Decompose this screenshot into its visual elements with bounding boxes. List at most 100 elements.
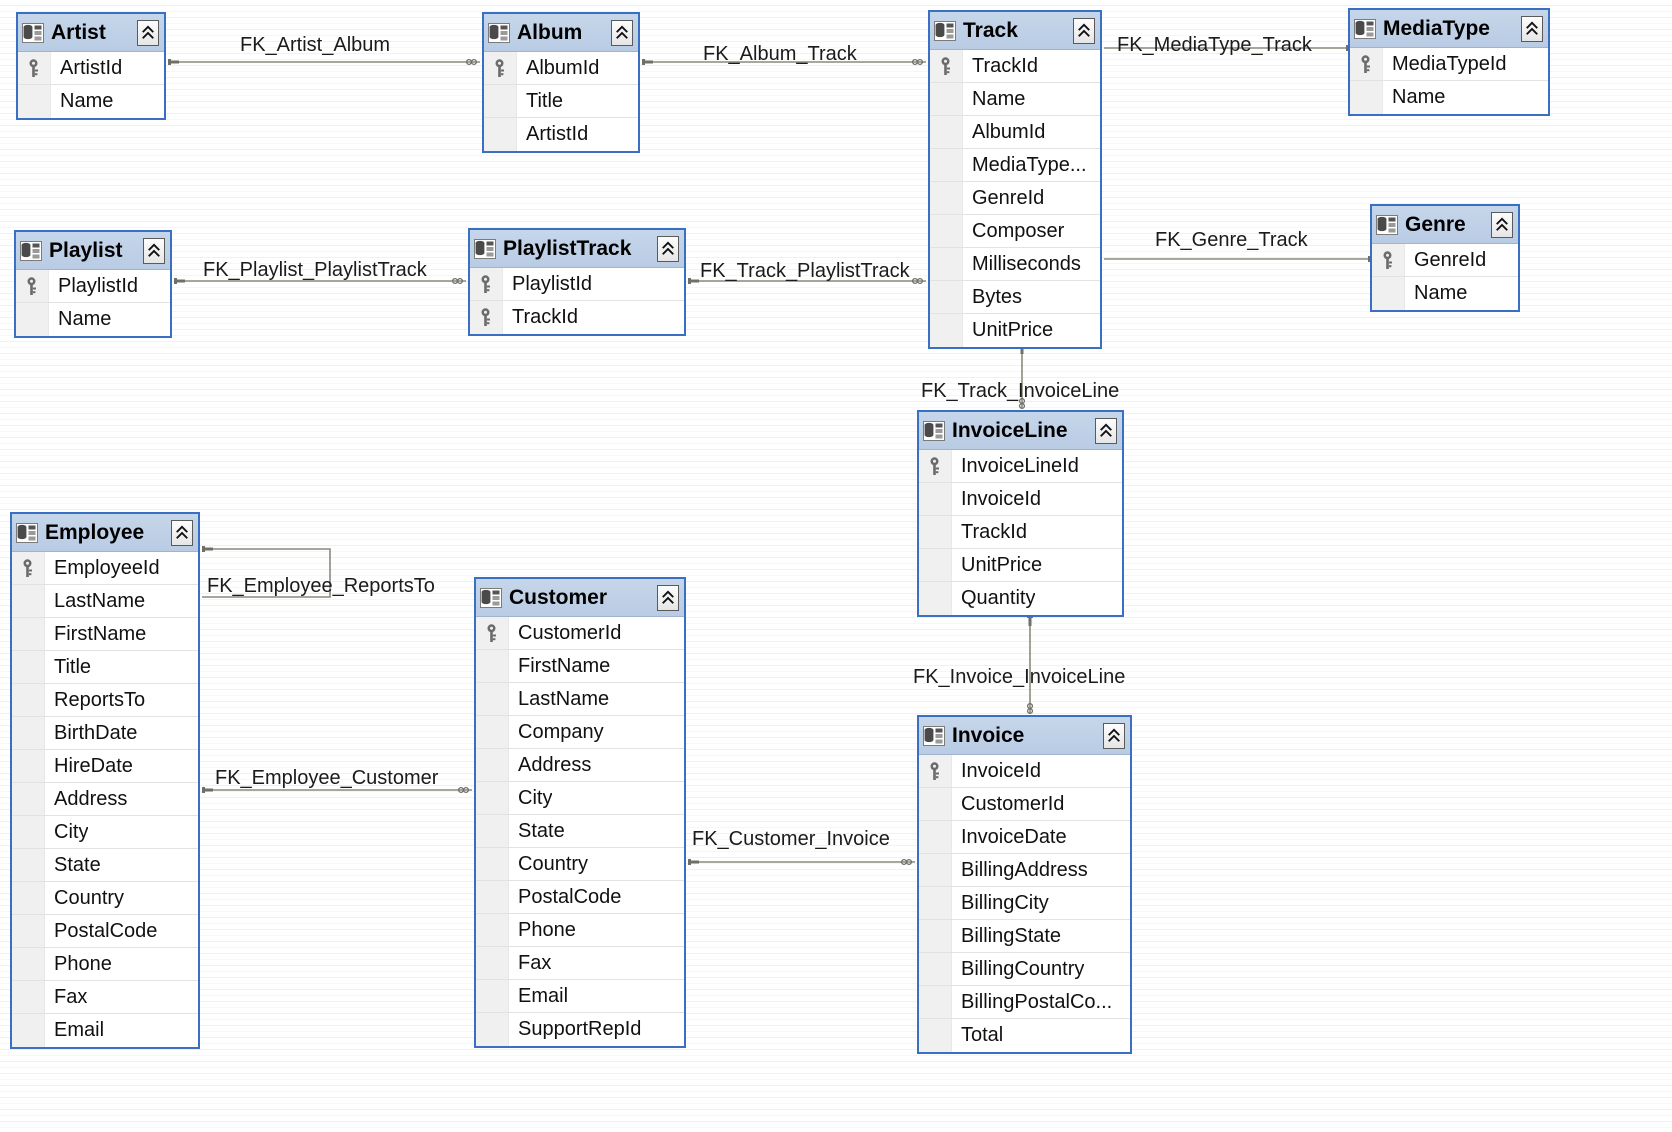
table-row[interactable]: Title — [484, 85, 638, 118]
collapse-button-employee[interactable] — [171, 519, 193, 546]
table-header-album[interactable]: Album — [484, 14, 638, 52]
table-row[interactable]: Company — [476, 716, 684, 749]
collapse-button-playlisttrack[interactable] — [657, 235, 679, 262]
table-header-playlisttrack[interactable]: PlaylistTrack — [470, 230, 684, 268]
table-row[interactable]: PlaylistId — [470, 268, 684, 301]
collapse-button-invoiceline[interactable] — [1095, 417, 1117, 444]
table-row[interactable]: Fax — [476, 947, 684, 980]
table-row[interactable]: SupportRepId — [476, 1013, 684, 1046]
collapse-button-playlist[interactable] — [143, 237, 165, 264]
table-header-track[interactable]: Track — [930, 12, 1100, 50]
table-row[interactable]: BillingCity — [919, 887, 1130, 920]
table-row[interactable]: HireDate — [12, 750, 198, 783]
table-row[interactable]: TrackId — [930, 50, 1100, 83]
table-row[interactable]: LastName — [12, 585, 198, 618]
table-row[interactable]: AlbumId — [930, 116, 1100, 149]
table-row[interactable]: Country — [12, 882, 198, 915]
relationship-label-fk_track_playlisttrack[interactable]: FK_Track_PlaylistTrack — [700, 260, 910, 282]
table-header-mediatype[interactable]: MediaType — [1350, 10, 1548, 48]
relationship-label-fk_customer_invoice[interactable]: FK_Customer_Invoice — [692, 828, 890, 850]
table-row[interactable]: Phone — [12, 948, 198, 981]
table-row[interactable]: ReportsTo — [12, 684, 198, 717]
table-header-playlist[interactable]: Playlist — [16, 232, 170, 270]
table-header-artist[interactable]: Artist — [18, 14, 164, 52]
table-row[interactable]: Fax — [12, 981, 198, 1014]
table-row[interactable]: Phone — [476, 914, 684, 947]
table-row[interactable]: LastName — [476, 683, 684, 716]
relationship-label-fk_artist_album[interactable]: FK_Artist_Album — [240, 34, 391, 56]
table-row[interactable]: TrackId — [470, 301, 684, 334]
table-row[interactable]: Email — [12, 1014, 198, 1047]
table-row[interactable]: GenreId — [930, 182, 1100, 215]
relationship-label-fk_mediatype_track[interactable]: FK_MediaType_Track — [1117, 34, 1312, 56]
table-row[interactable]: CustomerId — [476, 617, 684, 650]
table-row[interactable]: PostalCode — [12, 915, 198, 948]
table-row[interactable]: Milliseconds — [930, 248, 1100, 281]
collapse-button-track[interactable] — [1073, 17, 1095, 44]
table-row[interactable]: FirstName — [12, 618, 198, 651]
table-row[interactable]: Name — [930, 83, 1100, 116]
table-row[interactable]: CustomerId — [919, 788, 1130, 821]
table-header-customer[interactable]: Customer — [476, 579, 684, 617]
table-row[interactable]: GenreId — [1372, 244, 1518, 277]
relationship-label-fk_employee_reportsto[interactable]: FK_Employee_ReportsTo — [207, 575, 435, 597]
table-row[interactable]: AlbumId — [484, 52, 638, 85]
table-row[interactable]: Name — [16, 303, 170, 336]
table-row[interactable]: Bytes — [930, 281, 1100, 314]
collapse-button-customer[interactable] — [657, 584, 679, 611]
table-row[interactable]: ArtistId — [18, 52, 164, 85]
table-row[interactable]: BillingCountry — [919, 953, 1130, 986]
relationship-label-fk_playlist_playlisttrack[interactable]: FK_Playlist_PlaylistTrack — [203, 259, 427, 281]
table-row[interactable]: Composer — [930, 215, 1100, 248]
table-row[interactable]: Title — [12, 651, 198, 684]
table-header-invoice[interactable]: Invoice — [919, 717, 1130, 755]
collapse-button-mediatype[interactable] — [1521, 15, 1543, 42]
table-row[interactable]: Country — [476, 848, 684, 881]
table-row[interactable]: BillingState — [919, 920, 1130, 953]
collapse-button-genre[interactable] — [1491, 211, 1513, 238]
table-row[interactable]: PlaylistId — [16, 270, 170, 303]
collapse-button-album[interactable] — [611, 19, 633, 46]
table-row[interactable]: Quantity — [919, 582, 1122, 615]
table-row[interactable]: InvoiceLineId — [919, 450, 1122, 483]
table-row[interactable]: InvoiceId — [919, 483, 1122, 516]
table-row[interactable]: Total — [919, 1019, 1130, 1052]
table-row[interactable]: TrackId — [919, 516, 1122, 549]
table-row[interactable]: FirstName — [476, 650, 684, 683]
table-row[interactable]: State — [12, 849, 198, 882]
relationship-label-fk_album_track[interactable]: FK_Album_Track — [703, 43, 857, 65]
relationship-label-fk_track_invoiceline[interactable]: FK_Track_InvoiceLine — [921, 380, 1120, 402]
table-row[interactable]: State — [476, 815, 684, 848]
table-row[interactable]: Email — [476, 980, 684, 1013]
table-row[interactable]: Name — [18, 85, 164, 118]
table-row[interactable]: City — [12, 816, 198, 849]
table-header-invoiceline[interactable]: InvoiceLine — [919, 412, 1122, 450]
table-row[interactable]: ArtistId — [484, 118, 638, 151]
table-row[interactable]: MediaType... — [930, 149, 1100, 182]
table-row[interactable]: City — [476, 782, 684, 815]
table-row[interactable]: EmployeeId — [12, 552, 198, 585]
table-row[interactable]: UnitPrice — [919, 549, 1122, 582]
table-row[interactable]: BillingAddress — [919, 854, 1130, 887]
table-row[interactable]: UnitPrice — [930, 314, 1100, 347]
table-header-employee[interactable]: Employee — [12, 514, 198, 552]
relationship-label-fk_employee_customer[interactable]: FK_Employee_Customer — [215, 767, 439, 789]
collapse-button-artist[interactable] — [137, 19, 159, 46]
table-row[interactable]: PostalCode — [476, 881, 684, 914]
collapse-button-invoice[interactable] — [1103, 722, 1125, 749]
table-row[interactable]: Address — [476, 749, 684, 782]
table-row[interactable]: BirthDate — [12, 717, 198, 750]
relationship-label-fk_invoice_invoiceline[interactable]: FK_Invoice_InvoiceLine — [913, 666, 1126, 688]
table-row[interactable]: Name — [1350, 81, 1548, 114]
table-row[interactable]: InvoiceId — [919, 755, 1130, 788]
